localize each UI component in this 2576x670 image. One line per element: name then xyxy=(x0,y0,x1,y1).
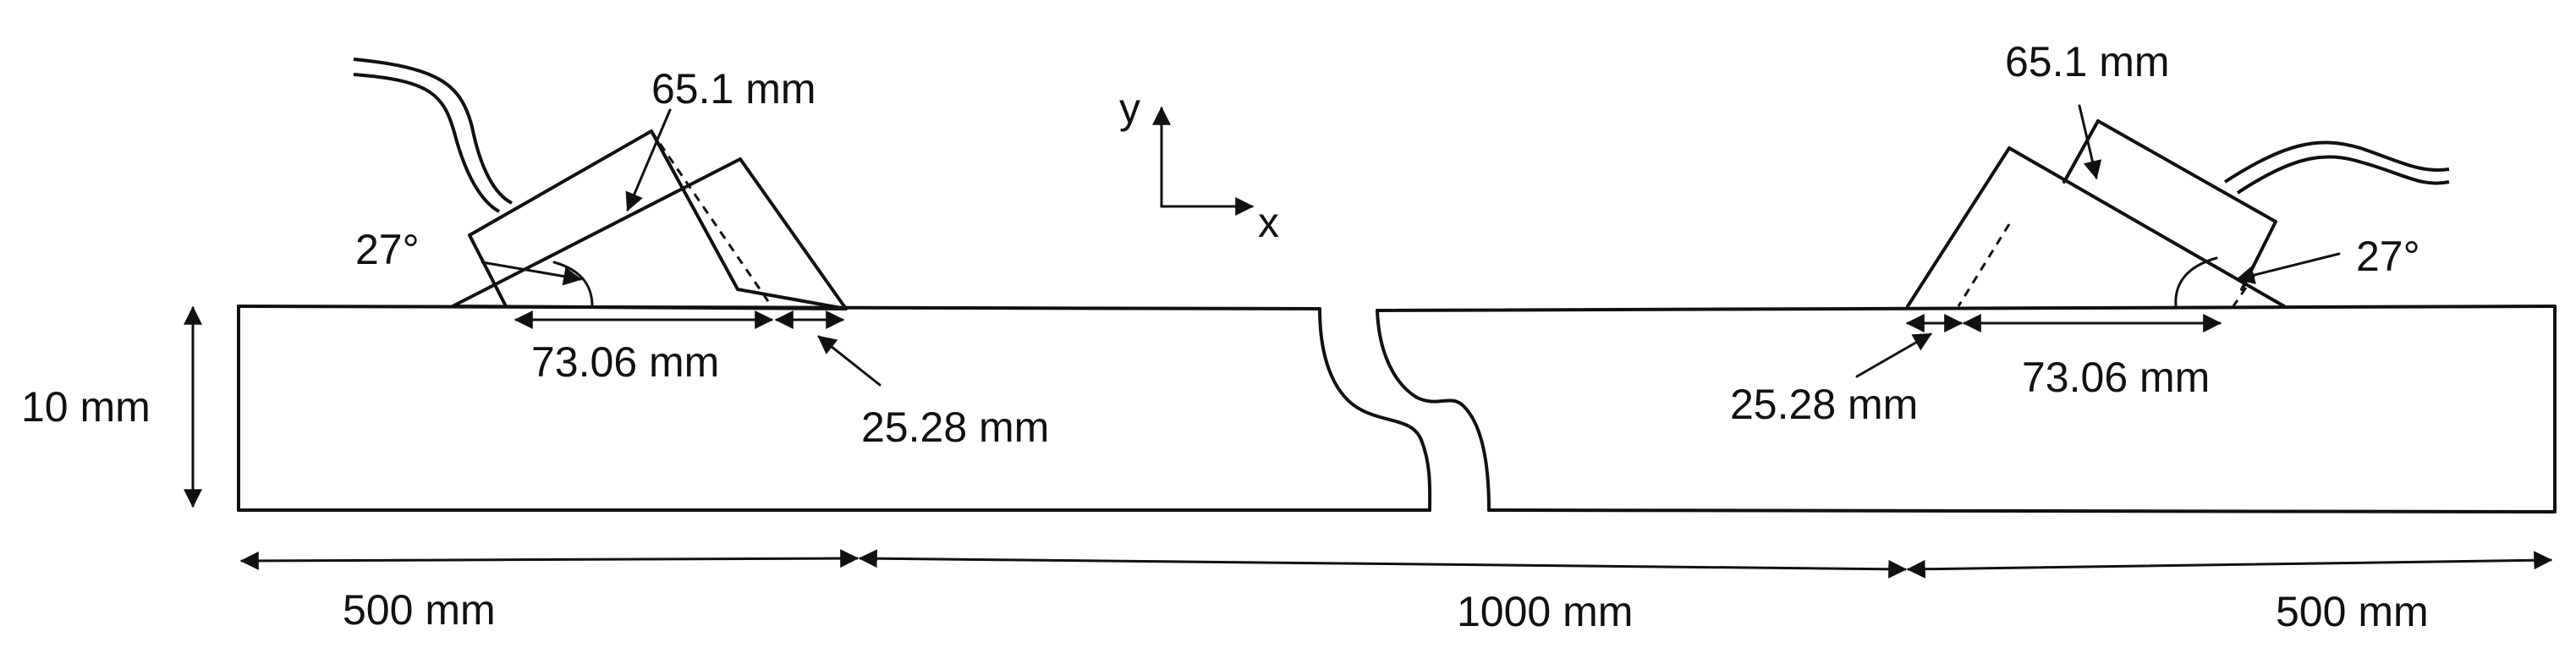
break-line-right xyxy=(1376,309,1491,512)
break-line-left xyxy=(1318,307,1432,512)
right-probe-housing xyxy=(1906,119,2286,308)
left-probe-length-label: 65.1 mm xyxy=(651,65,816,113)
span-left-label: 500 mm xyxy=(343,586,496,634)
right-probe-length-label: 65.1 mm xyxy=(2005,38,2170,85)
left-probe-contact-label: 73.06 mm xyxy=(531,338,719,386)
right-probe-dashed-edge xyxy=(1957,223,2011,307)
left-probe-angle-arc xyxy=(552,261,594,308)
left-probe: 65.1 mm 27° 73.06 mm 25.28 mm xyxy=(353,58,1049,451)
right-probe-cable-outer xyxy=(2223,140,2450,184)
right-probe: 65.1 mm 27° 73.06 mm 25.28 mm xyxy=(1730,38,2450,428)
span-middle-label: 1000 mm xyxy=(1457,588,1633,635)
thickness-dimension: 10 mm xyxy=(21,305,202,508)
span-dimensions: 500 mm 1000 mm 500 mm xyxy=(239,549,2553,635)
x-axis-label: x xyxy=(1258,199,1279,246)
right-probe-cable-inner xyxy=(2236,155,2450,195)
thickness-label: 10 mm xyxy=(21,383,151,431)
axes-indicator: y x xyxy=(1119,85,1279,246)
right-probe-angle-arc xyxy=(2174,256,2218,308)
right-probe-angle-label: 27° xyxy=(2356,233,2420,280)
left-probe-dashed-edge xyxy=(650,130,773,307)
left-probe-angle-label: 27° xyxy=(355,226,420,273)
span-right-label: 500 mm xyxy=(2276,588,2429,635)
left-probe-cable-outer xyxy=(353,58,513,205)
plate-left-section xyxy=(237,305,1432,512)
right-probe-offset-label: 25.28 mm xyxy=(1730,381,1918,428)
right-probe-contact-label: 73.06 mm xyxy=(2022,354,2210,401)
y-axis-label: y xyxy=(1119,85,1140,132)
plate-right-section xyxy=(1376,305,2557,513)
left-probe-offset-label: 25.28 mm xyxy=(861,404,1049,451)
left-probe-cable-inner xyxy=(353,73,501,213)
